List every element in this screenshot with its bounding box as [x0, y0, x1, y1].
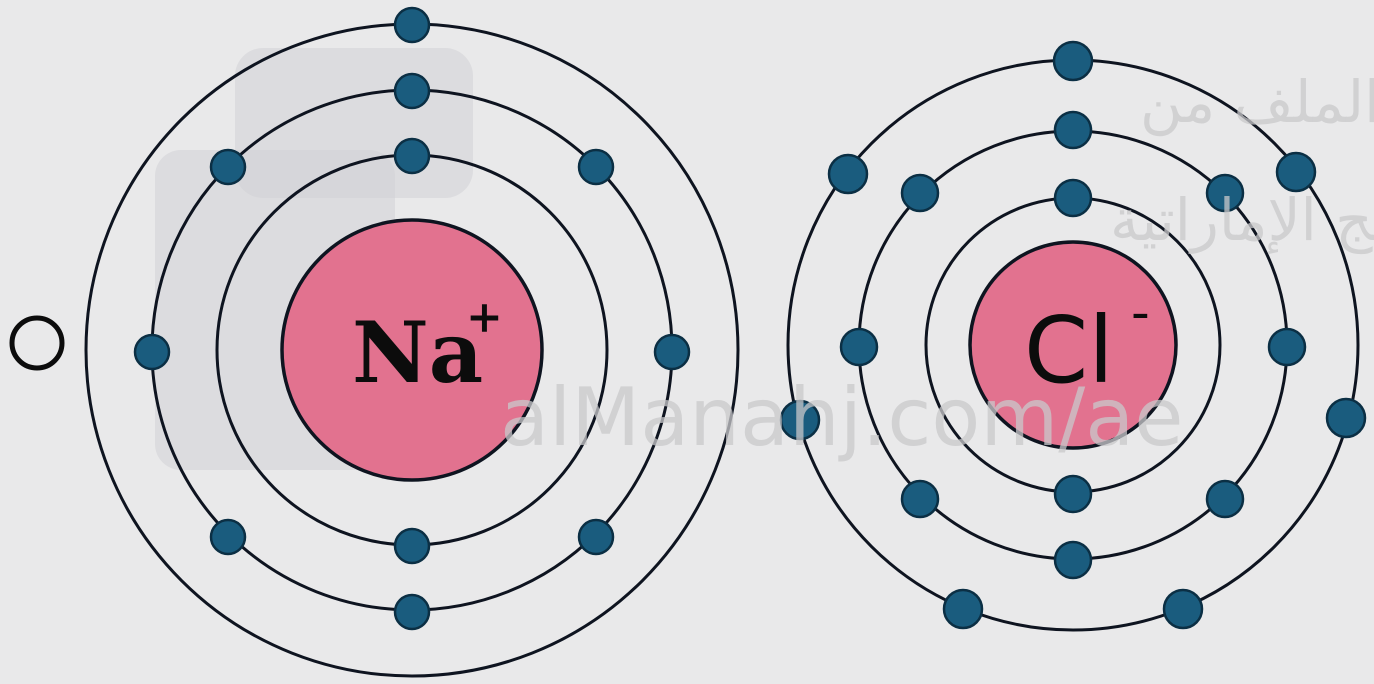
chlorine-electron	[839, 327, 879, 367]
chlorine-electron	[900, 173, 940, 213]
chlorine-electron	[1162, 588, 1204, 630]
chlorine-electron	[1205, 479, 1245, 519]
chlorine-electron	[1325, 397, 1367, 439]
chlorine-electron	[827, 153, 869, 195]
sodium-electron	[393, 6, 431, 44]
sodium-electron	[577, 518, 615, 556]
sodium-electron	[133, 333, 171, 371]
chlorine-charge: -	[1131, 283, 1150, 343]
sodium-ion: Na +	[84, 6, 740, 678]
sodium-electron	[653, 333, 691, 371]
sodium-electron	[209, 148, 247, 186]
chlorine-electron	[900, 479, 940, 519]
chlorine-electron	[942, 588, 984, 630]
chlorine-symbol: Cl	[1024, 297, 1114, 404]
sodium-symbol: Na	[352, 303, 483, 402]
sodium-electron	[577, 148, 615, 186]
chlorine-electron	[1053, 178, 1093, 218]
chlorine-electron	[1205, 173, 1245, 213]
chlorine-electron	[1053, 540, 1093, 580]
option-marker-icon	[9, 315, 65, 371]
watermark-line-1: تم تحميل هذا الملف من	[1140, 68, 1374, 137]
sodium-electron	[393, 527, 431, 565]
chlorine-electron	[1267, 327, 1307, 367]
sodium-charge: +	[466, 292, 503, 343]
sodium-electron	[209, 518, 247, 556]
chlorine-electron	[779, 399, 821, 441]
chlorine-nucleus	[968, 240, 1178, 450]
sodium-electron	[393, 593, 431, 631]
watermark-line-3: alManahj.com/ae	[500, 371, 1183, 464]
chlorine-ion: Cl -	[779, 40, 1367, 632]
sodium-electron	[393, 72, 431, 110]
chlorine-electron	[1275, 151, 1317, 193]
sodium-electron	[393, 137, 431, 175]
chlorine-electron	[1053, 110, 1093, 150]
chlorine-electron	[1053, 474, 1093, 514]
watermark-line-2: موقع المناهج الإماراتية	[1110, 186, 1374, 255]
watermark: تم تحميل هذا الملف من موقع المناهج الإما…	[500, 68, 1374, 464]
sodium-nucleus	[280, 218, 544, 482]
chlorine-electron	[1052, 40, 1094, 82]
